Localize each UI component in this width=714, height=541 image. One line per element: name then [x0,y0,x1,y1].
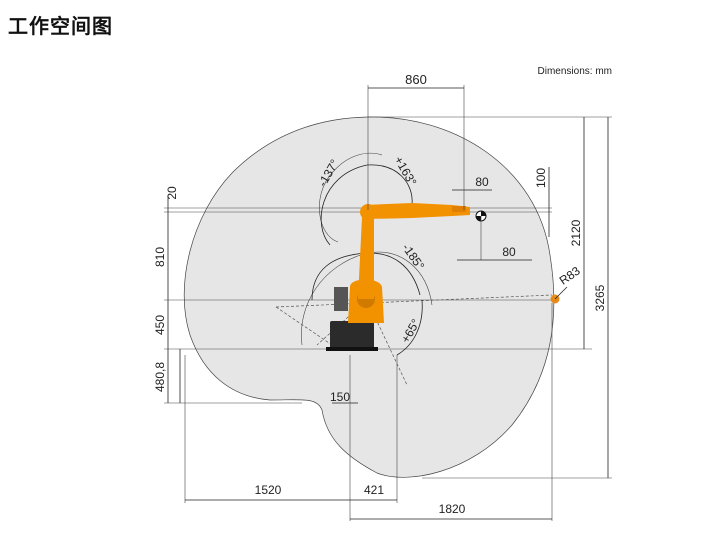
robot-motor [334,287,348,311]
dim-1520-label: 1520 [255,483,282,497]
arc-a1-pos [366,164,413,206]
a2-limit-line-2 [275,306,333,346]
page-title: 工作空间图 [8,14,113,38]
dim-20-label: 20 [165,186,179,200]
robot-upper-arm [364,203,470,219]
a2-limit-line [275,294,553,308]
flange-radius-leader [554,286,568,300]
dim-150-label: 150 [330,390,350,404]
dim-480-label: 480,8 [153,362,167,392]
dim-810-label: 810 [153,247,167,267]
workspace-diagram: 860 80 80 100 2120 3265 20 810 450 480,8… [152,55,616,531]
dim-2120-label: 2120 [569,219,583,246]
dim-80a-label: 80 [475,175,489,189]
dim-3265-label: 3265 [593,284,607,311]
dim-860-label: 860 [405,72,427,87]
arc-a3-pos [396,299,423,356]
dim-421-label: 421 [364,483,384,497]
robot-wrist [452,206,466,212]
units-note: Dimensions: mm [538,66,612,77]
dim-450-label: 450 [153,315,167,335]
robot-lower-arm [358,217,374,299]
arc-a1-neg [320,164,368,246]
robot-base-plate [326,347,378,351]
dim-80b-label: 80 [502,245,516,259]
robot-base [330,321,374,351]
dim-100-label: 100 [534,168,548,188]
dim-1820-label: 1820 [439,502,466,516]
flange-radius-label: R83 [557,263,583,287]
inner-envelope-upper [319,152,383,243]
workspace-diagram-svg: 860 80 80 100 2120 3265 20 810 450 480,8… [153,66,612,521]
